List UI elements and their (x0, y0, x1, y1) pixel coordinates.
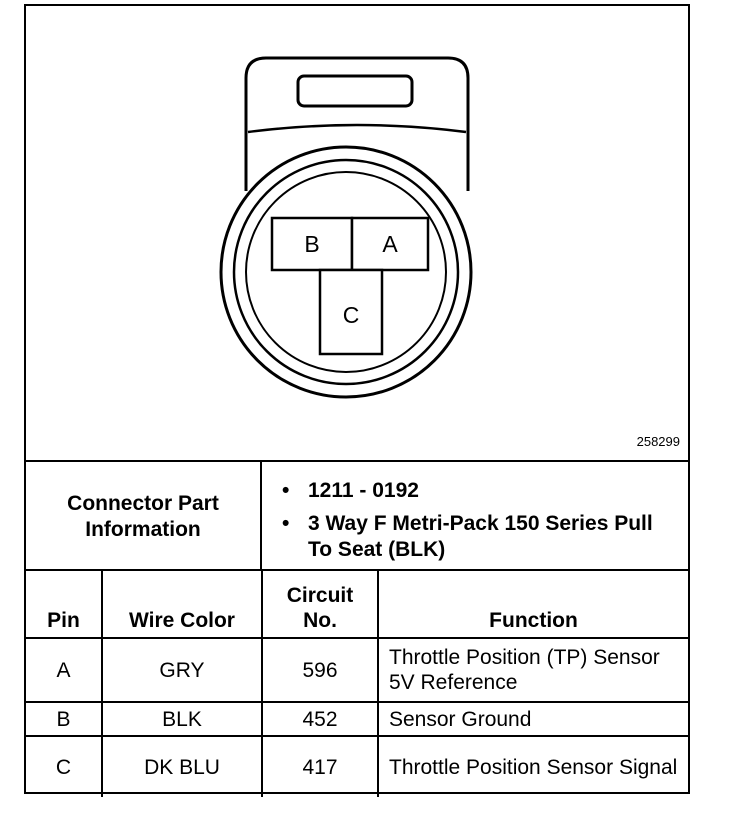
pin-label-c: C (343, 302, 360, 328)
header-circuit-no: Circuit No. (261, 569, 379, 639)
pin-cavity-a (350, 216, 430, 272)
connector-housing-tab (244, 56, 470, 191)
housing-flange-line (247, 123, 467, 134)
part-number: 1211 - 0192 (282, 478, 682, 504)
pin-label-b: B (304, 231, 319, 257)
table-header-row: Pin Wire Color Circuit No. Function (26, 569, 688, 639)
table-row: C DK BLU 417 Throttle Position Sensor Si… (26, 735, 688, 797)
cell-function: Throttle Position (TP) Sensor 5V Referen… (377, 637, 688, 703)
pin-table: Pin Wire Color Circuit No. Function A GR… (26, 569, 688, 797)
figure-id: 258299 (636, 434, 680, 449)
connector-part-info-heading: Connector Part Information (26, 462, 262, 571)
table-row: B BLK 452 Sensor Ground (26, 701, 688, 737)
header-pin: Pin (26, 569, 103, 639)
cell-wire-color: GRY (101, 637, 263, 703)
connector-inner-ring (245, 171, 447, 373)
cell-function: Sensor Ground (377, 701, 688, 737)
cell-wire-color: BLK (101, 701, 263, 737)
pin-cavity-c (318, 268, 384, 356)
connector-face-drawing: B A C (219, 56, 473, 399)
pin-label-a: A (382, 231, 398, 257)
connector-part-info-section: Connector Part Information 1211 - 0192 3… (26, 460, 688, 571)
cell-function: Throttle Position Sensor Signal (377, 735, 688, 797)
header-wire-color: Wire Color (101, 569, 263, 639)
connector-part-info-list: 1211 - 0192 3 Way F Metri-Pack 150 Serie… (282, 478, 682, 570)
part-description: 3 Way F Metri-Pack 150 Series Pull To Se… (282, 511, 682, 563)
table-row: A GRY 596 Throttle Position (TP) Sensor … (26, 637, 688, 703)
connector-diagram-area: B A C 258299 (26, 6, 688, 460)
lock-tab-slot (296, 74, 414, 108)
cell-pin: B (26, 701, 103, 737)
cell-pin: A (26, 637, 103, 703)
diagram-frame: B A C 258299 Connector Part Information … (24, 4, 690, 797)
cell-circuit: 596 (261, 637, 379, 703)
connector-middle-ring (232, 158, 460, 386)
cell-circuit: 452 (261, 701, 379, 737)
cell-wire-color: DK BLU (101, 735, 263, 797)
cell-circuit: 417 (261, 735, 379, 797)
cell-pin: C (26, 735, 103, 797)
header-function: Function (377, 569, 688, 639)
